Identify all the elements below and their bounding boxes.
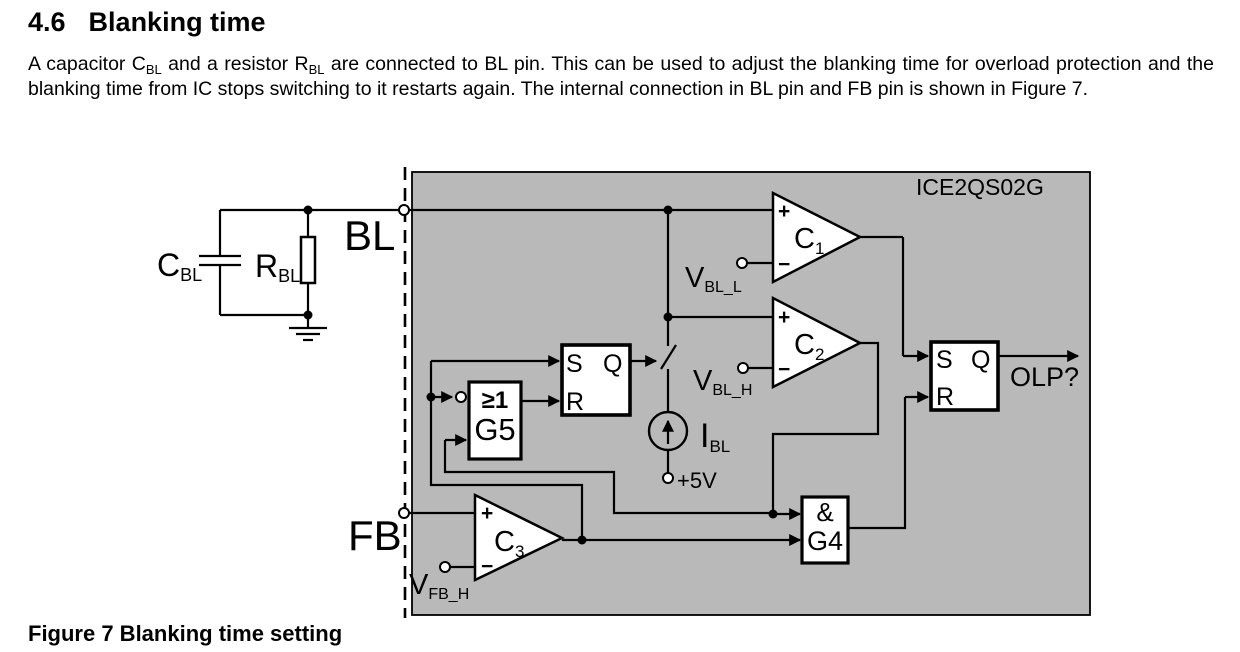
c2-plus-sign: + <box>778 306 790 329</box>
resistor-rbl-label: RBL <box>255 248 300 286</box>
latch2-s-label: S <box>936 346 953 374</box>
vbl-h-label: VBL_H <box>693 365 752 399</box>
g4-name: G4 <box>807 526 843 556</box>
section-title: Blanking time <box>88 7 266 37</box>
comparator-c3: + − C3 VFB_H <box>409 361 802 603</box>
latch1-q-label: Q <box>603 350 622 378</box>
section-number: 4.6 <box>28 7 66 37</box>
bl-pin-label: BL <box>344 212 395 259</box>
plus5v-node <box>662 472 674 484</box>
vfb-h-node <box>439 561 451 573</box>
olp-label: OLP? <box>1010 362 1079 392</box>
c1-minus-sign: − <box>778 253 790 276</box>
g5-symbol: ≥1 <box>482 387 509 414</box>
c3-label: C3 <box>494 526 524 561</box>
resistor-rbl-body <box>299 235 317 285</box>
switch-blade <box>660 344 677 370</box>
comparator-c1: + − C1 VBL_L <box>685 190 905 356</box>
latch1-r-label: R <box>566 388 584 416</box>
bl-pin-node <box>398 204 410 216</box>
c2-label: C2 <box>794 329 824 364</box>
g4-symbol: & <box>816 497 833 527</box>
section-heading: 4.6 Blanking time <box>28 6 266 38</box>
vbl-h-node <box>737 362 749 374</box>
g5-inverting-bubble <box>455 391 467 403</box>
c2-minus-sign: − <box>778 358 790 381</box>
vfb-h-label: VFB_H <box>409 569 469 603</box>
figure-caption: Figure 7 Blanking time setting <box>28 621 343 646</box>
current-source-ibl: IBL +5V <box>647 410 730 493</box>
g5-name: G5 <box>474 412 515 447</box>
plus5v-label: +5V <box>677 468 717 493</box>
capacitor-cbl-label: CBL <box>157 247 202 285</box>
c1-label: C1 <box>794 223 824 258</box>
sr-latch-2: S Q R OLP? <box>903 340 1080 412</box>
chip-name-label: ICE2QS02G <box>916 174 1044 200</box>
sr-latch-1: S Q R <box>431 343 658 417</box>
gate-g4: & G4 <box>800 397 907 565</box>
c3-plus-sign: + <box>481 502 493 525</box>
c3-minus-sign: − <box>481 555 493 578</box>
ibl-label: IBL <box>700 417 730 456</box>
junction-dots <box>303 205 778 545</box>
latch2-r-label: R <box>936 383 954 411</box>
fb-pin-label: FB <box>348 512 402 559</box>
vbl-l-label: VBL_L <box>685 262 742 296</box>
latch2-q-label: Q <box>971 346 990 374</box>
c1-plus-sign: + <box>778 200 790 223</box>
fb-pin-node <box>398 507 410 519</box>
gate-g5: ≥1 G5 <box>431 380 773 515</box>
external-rc-network: CBL RBL <box>157 208 399 342</box>
body-paragraph: A capacitor CBL and a resistor RBL are c… <box>28 53 1214 100</box>
vbl-l-node <box>736 257 748 269</box>
bl-net-wires <box>409 208 773 412</box>
comparator-c2: + − C2 VBL_H <box>693 295 880 520</box>
ground-symbol <box>289 315 327 342</box>
latch1-s-label: S <box>566 350 583 378</box>
